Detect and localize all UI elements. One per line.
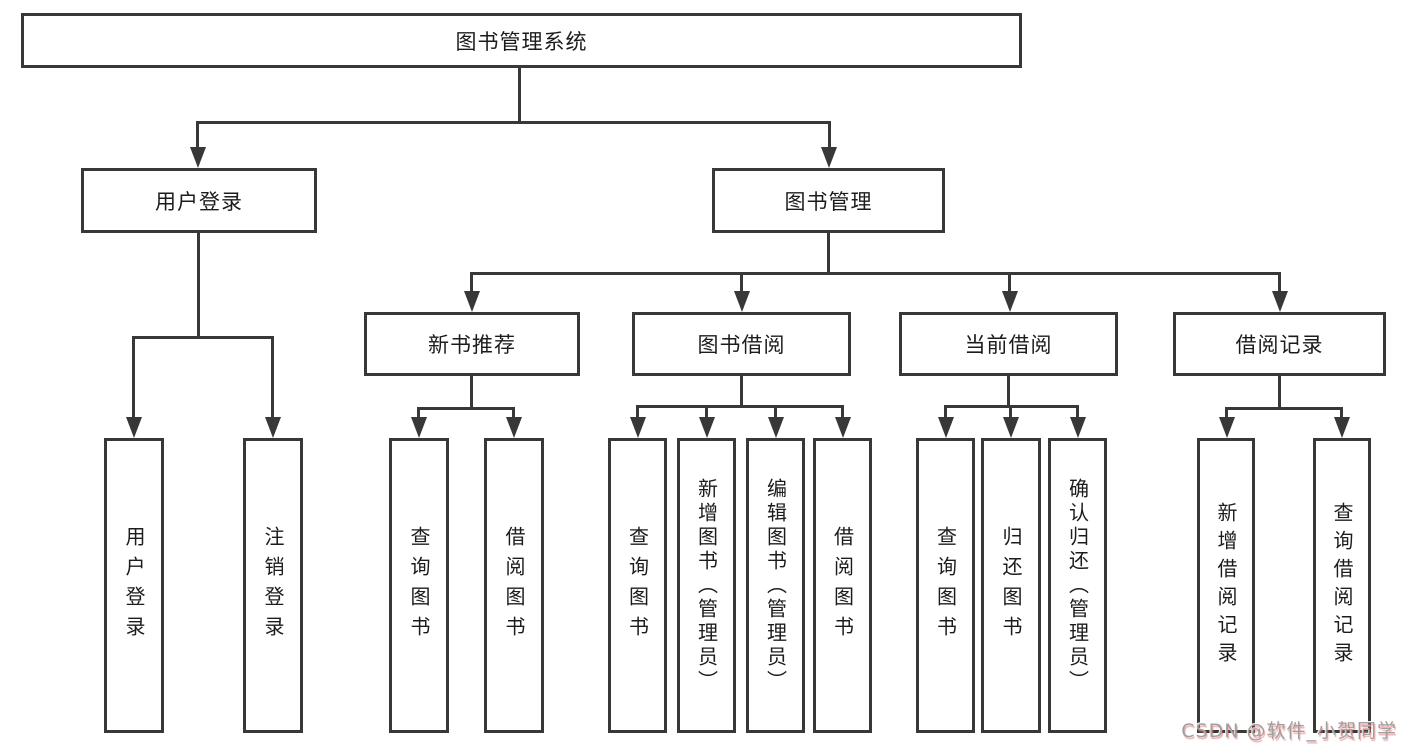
node-book-borrowing: 图书借阅 <box>632 312 851 376</box>
arrow-down-icon <box>821 147 837 168</box>
node-query-books-current: 查询图书 <box>916 438 975 733</box>
node-label: 新增图书（管理员） <box>694 477 719 694</box>
edge-new-book-recommend-crossbar <box>417 407 515 410</box>
node-borrow-books-borrowing: 借阅图书 <box>813 438 872 733</box>
node-label: 查询借阅记录 <box>1330 501 1354 670</box>
edge-current-borrowing-stem <box>1007 375 1010 407</box>
edge-borrowing-records-crossbar <box>1225 407 1342 410</box>
node-label: 借阅记录 <box>1235 333 1324 357</box>
edge-to-book-management <box>828 121 831 149</box>
node-label: 新书推荐 <box>428 333 516 357</box>
node-label: 图书借阅 <box>697 333 786 357</box>
arrow-down-icon <box>126 417 142 438</box>
node-book-management: 图书管理 <box>712 168 945 233</box>
edge-to-edit-books-admin <box>774 405 777 419</box>
arrow-down-icon <box>1002 291 1018 312</box>
edge-to-return-books <box>1009 405 1012 419</box>
edge-new-book-recommend-stem <box>470 375 473 408</box>
arrow-down-icon <box>1003 417 1019 438</box>
node-label: 用户登录 <box>155 189 243 214</box>
edge-user-login-stem <box>197 232 200 337</box>
node-user-login: 用户登录 <box>81 168 317 233</box>
node-query-borrow-record: 查询借阅记录 <box>1313 438 1371 733</box>
edge-book-management-crossbar <box>471 272 1281 275</box>
node-label: 用户登录 <box>122 525 146 646</box>
node-label: 确认归还（管理员） <box>1065 477 1090 694</box>
node-label: 借阅图书 <box>502 525 526 646</box>
node-query-books-borrowing: 查询图书 <box>608 438 667 733</box>
node-label: 编辑图书（管理员） <box>763 477 788 694</box>
edge-to-query-books-current <box>944 405 947 419</box>
edge-to-book-borrowing <box>740 272 743 293</box>
edge-to-logout <box>271 336 274 419</box>
edge-to-new-book-recommend <box>470 272 473 293</box>
edge-to-query-books-recommend <box>417 407 420 419</box>
node-new-book-recommend: 新书推荐 <box>364 312 580 376</box>
edge-to-borrowing-records <box>1278 272 1281 293</box>
arrow-down-icon <box>1219 417 1235 438</box>
node-root-library-system: 图书管理系统 <box>21 13 1022 68</box>
node-add-borrow-record: 新增借阅记录 <box>1197 438 1255 733</box>
arrow-down-icon <box>411 417 427 438</box>
node-label: 注销登录 <box>261 525 285 646</box>
arrow-down-icon <box>768 417 784 438</box>
node-label: 归还图书 <box>999 525 1023 646</box>
edge-to-borrow-books-borrowing <box>841 405 844 419</box>
arrow-down-icon <box>464 291 480 312</box>
edge-to-add-borrow-record <box>1225 407 1228 419</box>
edge-borrowing-records-stem <box>1278 375 1281 409</box>
node-borrow-books-recommend: 借阅图书 <box>484 438 544 733</box>
node-borrowing-records: 借阅记录 <box>1173 312 1386 376</box>
arrow-down-icon <box>1272 291 1288 312</box>
arrow-down-icon <box>699 417 715 438</box>
csdn-watermark: CSDN @软件_小贺同学 <box>1181 720 1397 742</box>
edge-book-borrowing-crossbar <box>636 405 844 408</box>
node-label: 查询图书 <box>625 525 650 646</box>
edge-to-user-login-leaf <box>132 336 135 419</box>
arrow-down-icon <box>265 417 281 438</box>
arrow-down-icon <box>630 417 646 438</box>
edge-user-login-crossbar <box>132 336 274 339</box>
node-label: 查询图书 <box>933 525 958 646</box>
node-edit-books-admin: 编辑图书（管理员） <box>746 438 805 733</box>
node-query-books-recommend: 查询图书 <box>389 438 449 733</box>
edge-root-stem <box>518 68 521 121</box>
edge-root-crossbar <box>197 121 831 124</box>
arrow-down-icon <box>506 417 522 438</box>
edge-to-current-borrowing <box>1008 272 1011 293</box>
node-add-books-admin: 新增图书（管理员） <box>677 438 736 733</box>
node-user-login-leaf: 用户登录 <box>104 438 164 733</box>
node-label: 借阅图书 <box>830 525 855 646</box>
edge-to-query-books-borrowing <box>636 405 639 419</box>
edge-to-borrow-books-recommend <box>512 407 515 419</box>
arrow-down-icon <box>1070 417 1086 438</box>
node-label: 查询图书 <box>407 525 431 646</box>
arrow-down-icon <box>835 417 851 438</box>
edge-to-query-borrow-record <box>1340 407 1343 419</box>
edge-to-user-login <box>196 121 199 149</box>
node-current-borrowing: 当前借阅 <box>899 312 1118 376</box>
arrow-down-icon <box>938 417 954 438</box>
edge-to-confirm-return-admin <box>1076 405 1079 419</box>
arrow-down-icon <box>1334 417 1350 438</box>
node-label: 图书管理 <box>784 189 873 214</box>
node-confirm-return-admin: 确认归还（管理员） <box>1048 438 1107 733</box>
arrow-down-icon <box>734 291 750 312</box>
arrow-down-icon <box>190 147 206 168</box>
node-logout: 注销登录 <box>243 438 303 733</box>
node-return-books: 归还图书 <box>981 438 1041 733</box>
edge-book-management-stem <box>827 232 830 273</box>
node-label: 图书管理系统 <box>455 29 588 54</box>
edge-to-add-books-admin <box>705 405 708 419</box>
edge-book-borrowing-stem <box>740 375 743 407</box>
node-label: 当前借阅 <box>964 333 1053 357</box>
node-label: 新增借阅记录 <box>1214 501 1238 670</box>
